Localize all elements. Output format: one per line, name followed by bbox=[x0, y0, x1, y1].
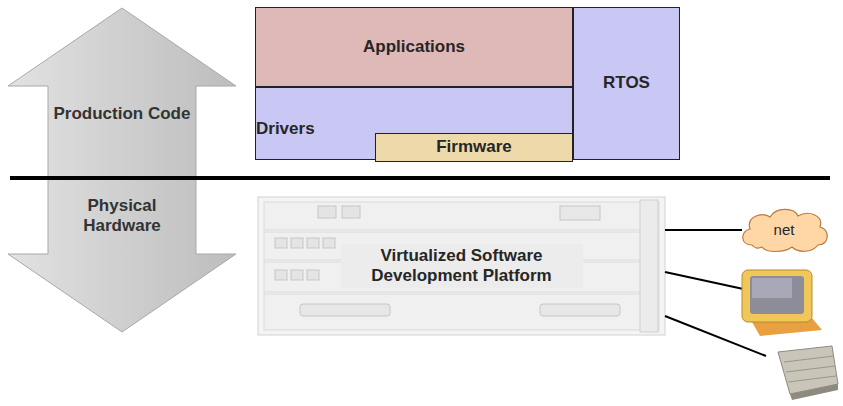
network-wire bbox=[665, 229, 742, 231]
node-text: Virtualized Software Development Platfor… bbox=[341, 244, 583, 289]
firmware-block: Firmware bbox=[375, 133, 573, 162]
platform-board: Virtualized Software Development Platfor… bbox=[258, 197, 665, 335]
layer-label: Production Code bbox=[52, 104, 192, 124]
double-arrow bbox=[8, 8, 236, 332]
rack-chassis bbox=[258, 197, 665, 335]
monitor-icon bbox=[742, 270, 822, 336]
node-text: RTOS bbox=[603, 73, 650, 93]
node-text: Firmware bbox=[436, 137, 512, 157]
wire bbox=[665, 272, 748, 290]
layer-label: Physical Hardware bbox=[52, 196, 192, 237]
node-text: net bbox=[774, 221, 795, 239]
network-cloud: net bbox=[738, 207, 830, 253]
keyboard-icon bbox=[778, 346, 838, 400]
node-text: Drivers bbox=[256, 119, 315, 139]
rtos-block: RTOS bbox=[573, 7, 680, 160]
driver-layer: DriversFirmware bbox=[255, 87, 573, 160]
divider-line bbox=[10, 176, 830, 180]
node-text: Applications bbox=[363, 37, 465, 57]
application-layer: Applications bbox=[255, 7, 573, 87]
